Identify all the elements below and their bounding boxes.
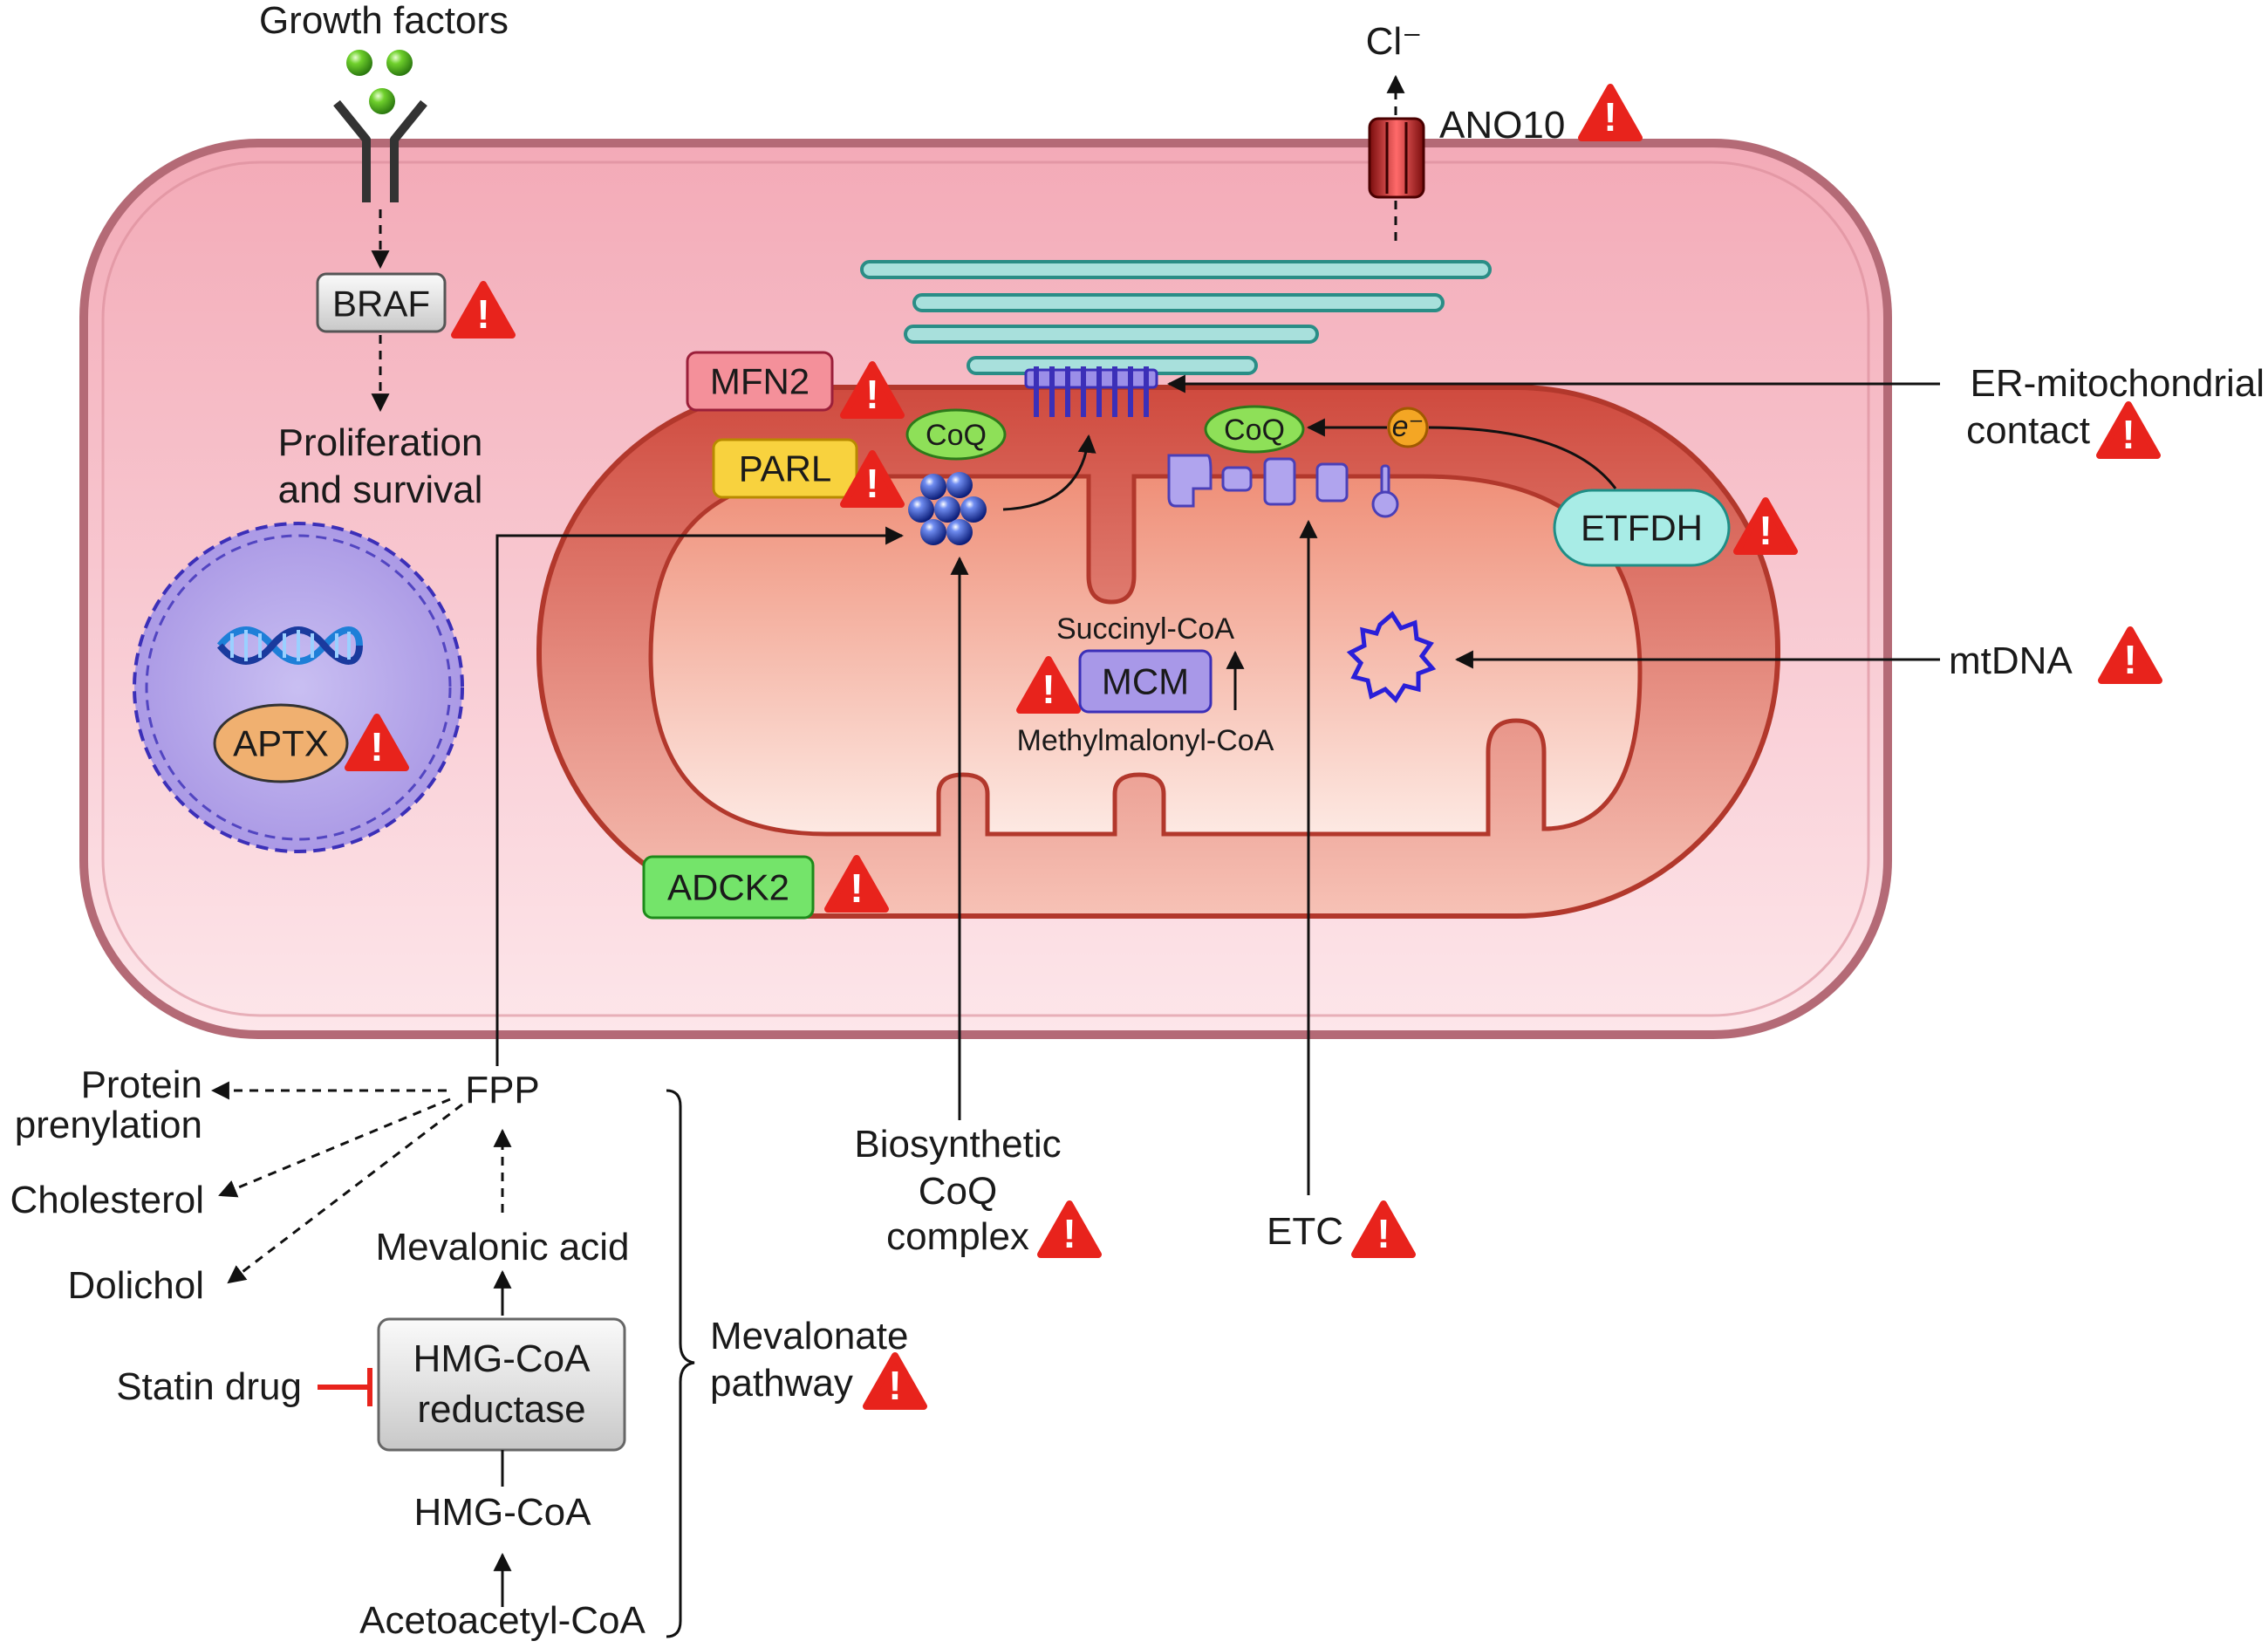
er-contact-label-line1: ER-mitochondrial	[1971, 362, 2265, 405]
svg-text:!: !	[2123, 637, 2136, 682]
methylmalonyl-coa-label: Methylmalonyl-CoA	[1017, 724, 1274, 757]
parl-box	[712, 438, 858, 499]
svg-text:!: !	[1759, 508, 1772, 553]
aptx-box	[213, 703, 349, 783]
electron-icon	[1387, 407, 1429, 448]
er-mito-tethers	[1024, 366, 1158, 417]
ano10-label: ANO10	[1439, 104, 1565, 147]
svg-text:!: !	[370, 724, 383, 769]
svg-text:!: !	[1042, 667, 1055, 712]
etc-warning-icon: !	[1355, 1204, 1412, 1256]
dna-helix-icon	[216, 626, 363, 665]
adck2-box	[642, 855, 815, 920]
braf-box	[316, 272, 447, 333]
mevalonate-label-line1: Mevalonate	[710, 1315, 908, 1357]
statin-inhibition-symbol	[318, 1368, 372, 1406]
mtdna-icon	[1346, 611, 1437, 703]
er-contact-label-line2: contact	[1966, 409, 2090, 452]
mfn2-warning-icon: !	[844, 365, 901, 417]
etc-label: ETC	[1267, 1210, 1343, 1253]
etc-complexes	[1167, 454, 1399, 518]
fpp-label: FPP	[465, 1069, 540, 1111]
svg-text:!: !	[865, 372, 878, 417]
etfdh-box	[1553, 489, 1731, 567]
svg-text:!: !	[888, 1363, 901, 1408]
mtdna-warning-icon: !	[2101, 630, 2159, 682]
mfn2-label: MFN2	[710, 361, 810, 402]
mcm-warning-icon: !	[1020, 660, 1077, 712]
biosynthetic-label-line1: Biosynthetic	[854, 1123, 1061, 1166]
ano10-warning-icon: !	[1581, 87, 1639, 140]
growth-factor-ligands	[346, 50, 413, 114]
protein-prenylation-label-line1: Protein	[81, 1063, 202, 1106]
biosynthetic-label-line3: complex	[886, 1215, 1029, 1258]
proliferation-label-line2: and survival	[278, 468, 483, 511]
svg-text:!: !	[476, 291, 489, 337]
coq-left-label: CoQ	[926, 419, 987, 452]
etfdh-warning-icon: !	[1737, 501, 1794, 553]
svg-text:!: !	[1062, 1211, 1076, 1256]
adck2-label: ADCK2	[667, 867, 789, 908]
coq-right-label: CoQ	[1224, 414, 1285, 447]
protein-prenylation-label-line2: prenylation	[15, 1104, 202, 1146]
mcm-label: MCM	[1102, 661, 1189, 702]
svg-text:!: !	[1377, 1211, 1390, 1256]
mevalonate-brace	[666, 1089, 695, 1638]
succinyl-coa-label: Succinyl-CoA	[1056, 612, 1234, 646]
braf-warning-icon: !	[454, 284, 512, 337]
mevalonic-acid-label: Mevalonic acid	[375, 1226, 629, 1268]
chloride-label: Cl⁻	[1366, 20, 1423, 63]
svg-text:!: !	[2121, 412, 2135, 457]
adck2-warning-icon: !	[828, 858, 885, 911]
growth-factors-label: Growth factors	[259, 0, 509, 42]
dolichol-label: Dolichol	[67, 1264, 204, 1307]
braf-label: BRAF	[332, 284, 430, 325]
growth-factor-receptor	[333, 99, 427, 202]
etfdh-label: ETFDH	[1581, 508, 1703, 549]
mevalonate-warning-icon: !	[866, 1356, 924, 1408]
coq-right-oval	[1204, 405, 1305, 454]
parl-label: PARL	[739, 448, 832, 489]
coq-biosynthetic-cluster-icon	[908, 472, 987, 545]
mevalonate-label-line2: pathway	[710, 1362, 853, 1405]
mcm-box	[1078, 649, 1213, 714]
proliferation-label-line1: Proliferation	[278, 421, 483, 464]
statin-drug-label: Statin drug	[116, 1365, 302, 1408]
electron-label: e⁻	[1392, 410, 1424, 443]
acetoacetyl-coa-label: Acetoacetyl-CoA	[359, 1599, 646, 1642]
ano10-channel	[1368, 117, 1425, 199]
cholesterol-label: Cholesterol	[10, 1179, 204, 1221]
mtdna-label: mtDNA	[1949, 639, 2073, 682]
coq-left-oval	[905, 408, 1007, 461]
er-contact-warning-icon: !	[2100, 405, 2157, 457]
hmg-reductase-label-line2: reductase	[417, 1388, 585, 1431]
parl-warning-icon: !	[844, 454, 901, 506]
mfn2-box	[686, 351, 834, 412]
svg-text:!: !	[865, 461, 878, 506]
svg-text:!: !	[1603, 94, 1616, 140]
biosynthetic-warning-icon: !	[1041, 1204, 1098, 1256]
hmg-reductase-label-line1: HMG-CoA	[413, 1337, 591, 1380]
hmg-coa-label: HMG-CoA	[414, 1491, 592, 1534]
cell-membrane-inner	[101, 161, 1870, 1017]
aptx-warning-icon: !	[348, 717, 406, 769]
warning-icons: ! ! ! ! ! ! ! ! ! ! ! ! !	[348, 87, 2159, 1408]
nucleus	[133, 522, 464, 853]
biosynthetic-label-line2: CoQ	[919, 1170, 997, 1213]
svg-text:!: !	[850, 865, 863, 911]
aptx-label: APTX	[233, 723, 329, 764]
